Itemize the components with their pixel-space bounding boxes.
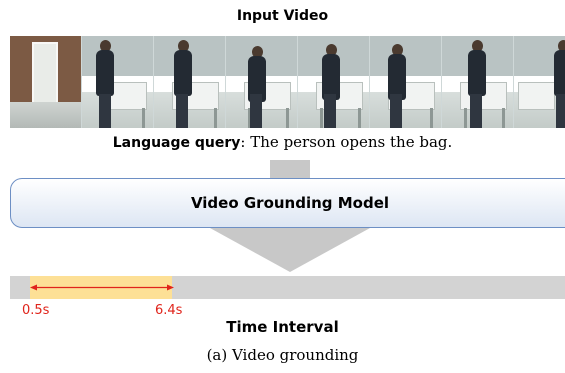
flow-arrow-stem xyxy=(270,160,310,178)
language-query: Language query: The person opens the bag… xyxy=(0,133,565,151)
language-query-text: The person opens the bag. xyxy=(245,133,453,151)
interval-start-label: 0.5s xyxy=(22,303,50,318)
video-grounding-model-box: Video Grounding Model xyxy=(10,178,565,228)
language-query-separator: : xyxy=(240,133,246,151)
interval-end-label: 6.4s xyxy=(155,303,183,318)
video-frame xyxy=(226,36,298,128)
figure-caption: (a) Video grounding xyxy=(206,346,359,364)
language-query-label: Language query xyxy=(112,135,241,151)
down-arrow-icon xyxy=(210,228,370,272)
video-frame xyxy=(442,36,514,128)
video-frame xyxy=(154,36,226,128)
video-frame xyxy=(370,36,442,128)
interval-double-arrow-icon xyxy=(30,284,174,291)
video-frame xyxy=(514,36,565,128)
video-frame-strip xyxy=(10,36,565,128)
input-video-title: Input Video xyxy=(236,8,329,24)
video-frame xyxy=(298,36,370,128)
time-interval-title: Time Interval xyxy=(226,318,339,336)
video-frame xyxy=(82,36,154,128)
video-frame xyxy=(10,36,82,128)
model-label: Video Grounding Model xyxy=(190,194,390,212)
